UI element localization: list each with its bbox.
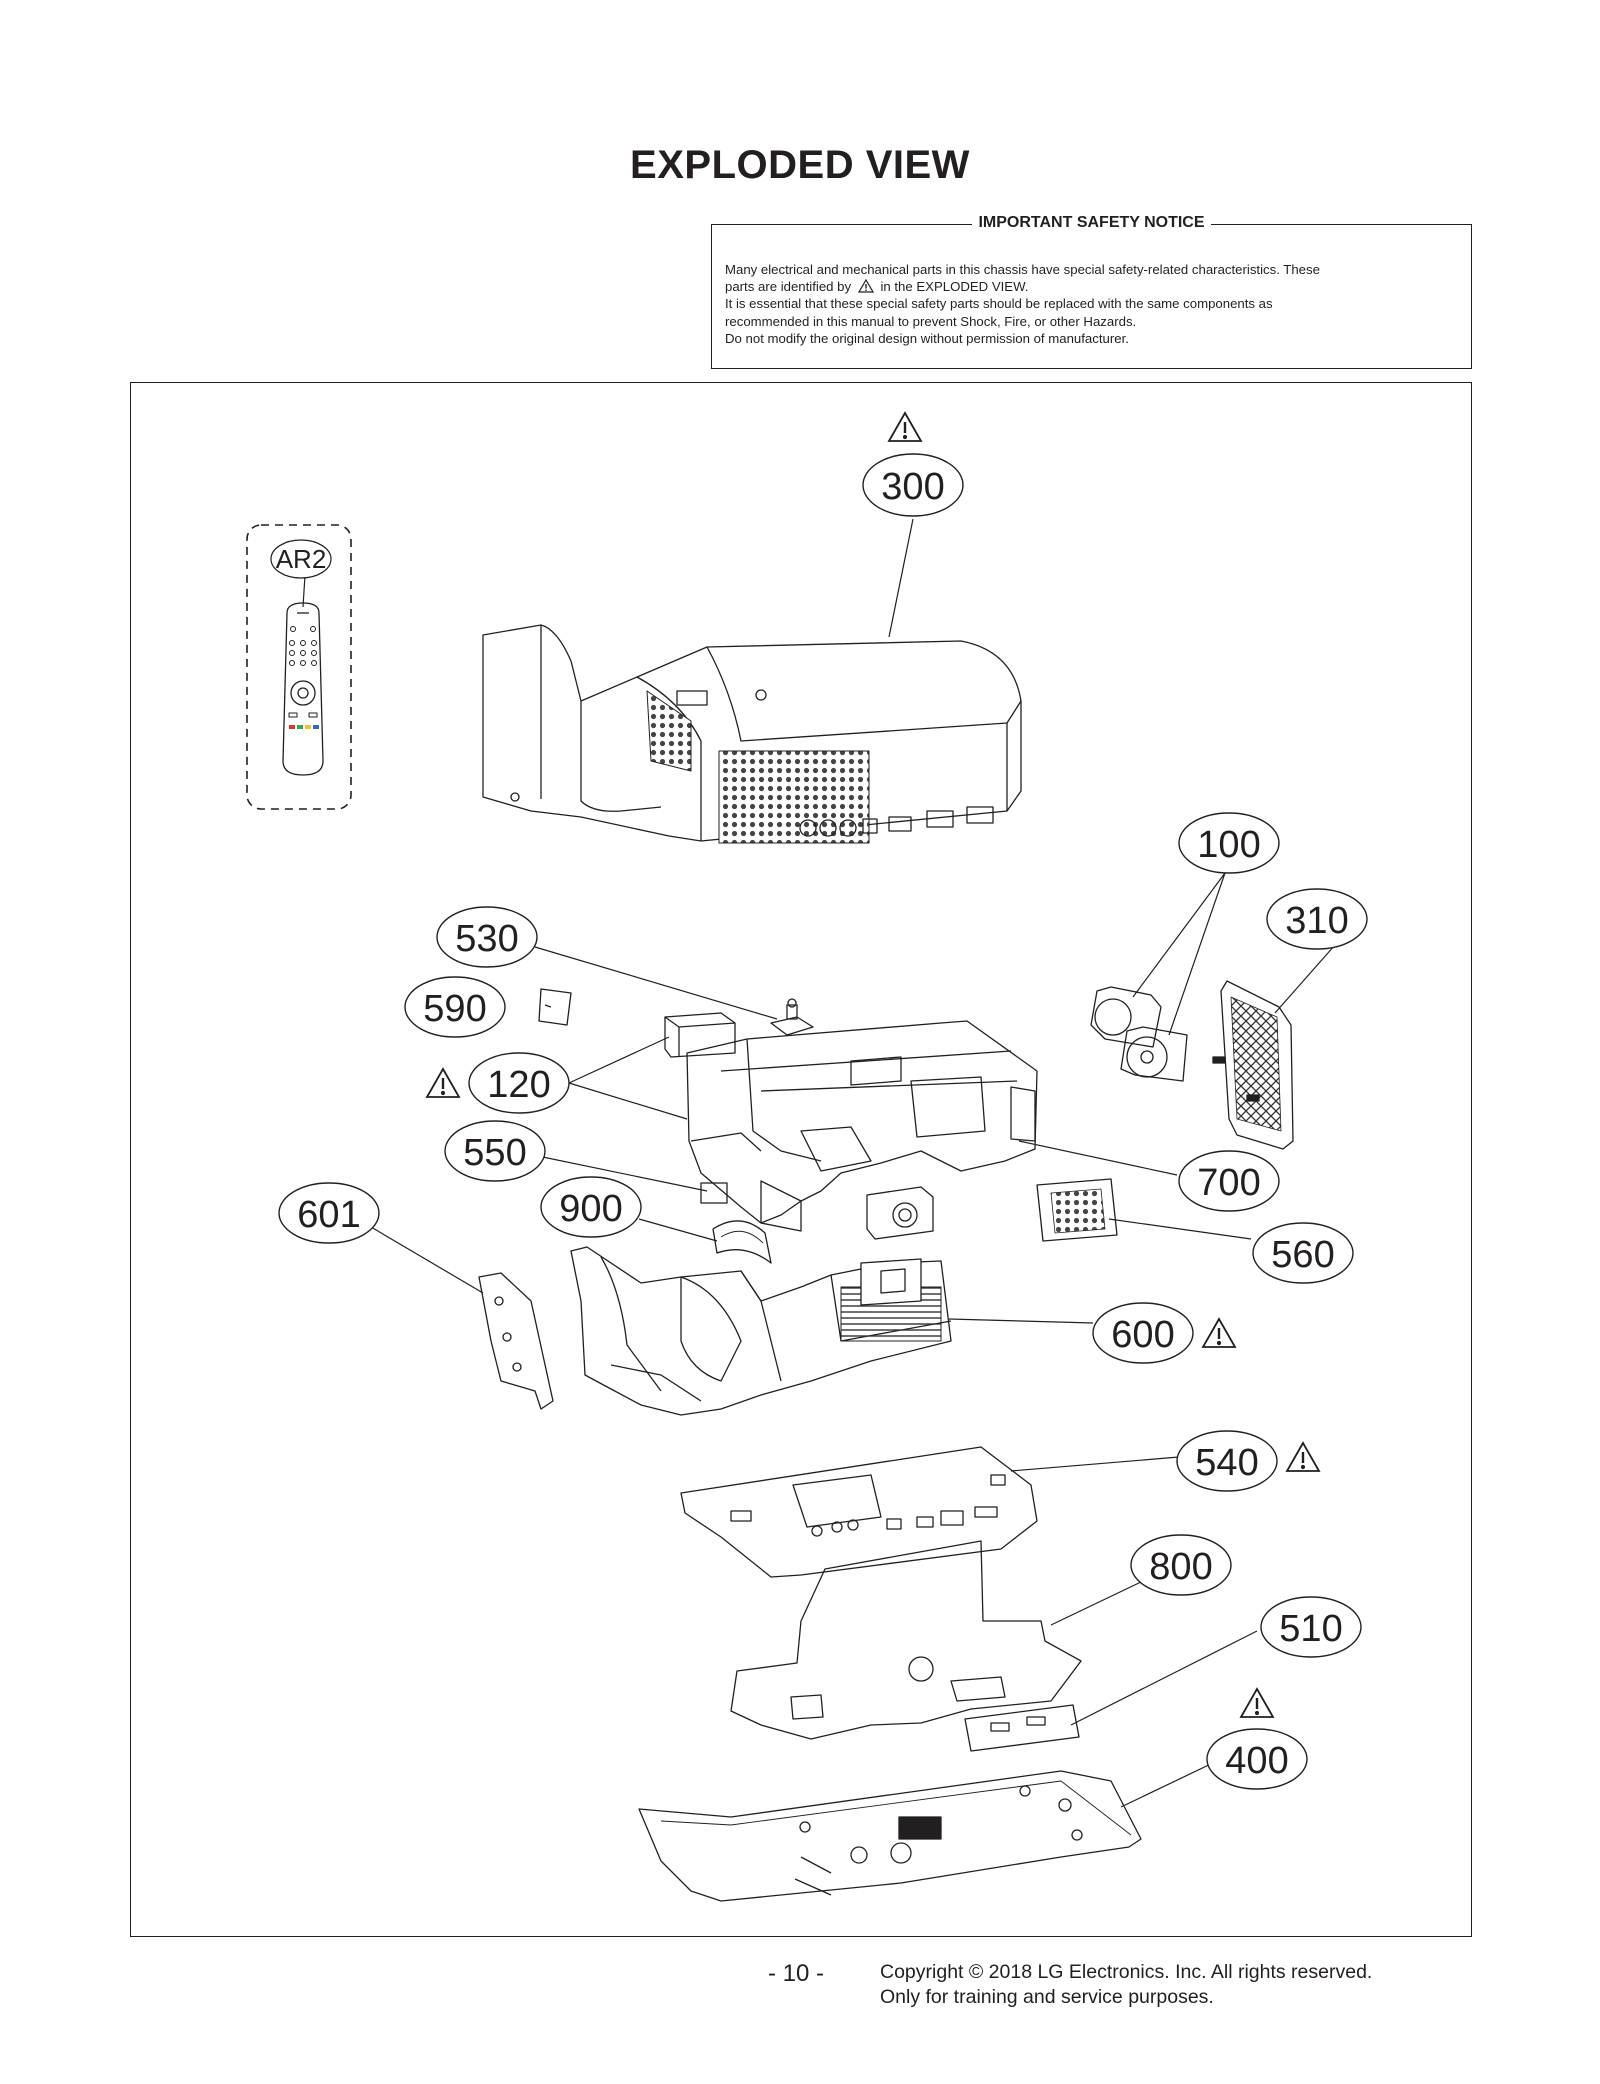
- svg-text:400: 400: [1225, 1740, 1288, 1782]
- svg-text:550: 550: [463, 1132, 526, 1174]
- safety-warning-icon-540: [1285, 1441, 1321, 1472]
- camera-box-drawing: [866, 1186, 934, 1240]
- optical-engine-drawing: [570, 1246, 952, 1416]
- purpose-line: Only for training and service purposes.: [880, 1986, 1214, 2008]
- board-550-drawing: [700, 1182, 728, 1204]
- board-510-drawing: [964, 1704, 1080, 1752]
- callout-100: 100: [1178, 812, 1280, 874]
- callout-560: 560: [1252, 1222, 1354, 1284]
- safety-notice-box: IMPORTANT SAFETY NOTICE Many electrical …: [711, 214, 1472, 369]
- svg-text:540: 540: [1195, 1442, 1258, 1484]
- safety-notice-heading: IMPORTANT SAFETY NOTICE: [972, 214, 1211, 231]
- main-board-drawing: [680, 1446, 1038, 1578]
- remote-control-drawing: [246, 524, 352, 810]
- copyright-line: Copyright © 2018 LG Electronics. Inc. Al…: [880, 1961, 1373, 1983]
- notice-line-3: It is essential that these special safet…: [725, 296, 1273, 312]
- notice-line-4: recommended in this manual to prevent Sh…: [725, 313, 1137, 329]
- svg-text:100: 100: [1197, 824, 1260, 866]
- part-drawings: [246, 524, 1294, 1902]
- safety-warning-icon: [857, 279, 874, 293]
- safety-notice-body: Many electrical and mechanical parts in …: [725, 261, 1460, 347]
- svg-text:300: 300: [881, 466, 944, 508]
- lens-drawing: [712, 1220, 772, 1264]
- base-cover-drawing: [638, 1770, 1142, 1902]
- safety-warning-icon-300: [887, 411, 923, 442]
- page-number: - 10 -: [768, 1960, 825, 1987]
- bracket-601-drawing: [478, 1272, 554, 1410]
- svg-text:601: 601: [297, 1194, 360, 1236]
- shield-plate-drawing: [730, 1540, 1082, 1740]
- callout-510: 510: [1260, 1596, 1362, 1658]
- callout-400: 400: [1206, 1728, 1308, 1790]
- exploded-view-svg: 300 AR2 100 310 530 590: [246, 411, 1368, 1902]
- callout-120: 120: [468, 1052, 570, 1114]
- callout-310: 310: [1266, 888, 1368, 950]
- small-board-drawing: [538, 988, 572, 1026]
- callout-530: 530: [436, 906, 538, 968]
- notice-line-2: parts are identified by in the EXPLODED …: [725, 279, 1029, 295]
- grille-drawing: [1212, 980, 1294, 1150]
- callout-601: 601: [278, 1182, 380, 1244]
- block-120-drawing: [664, 1012, 736, 1058]
- svg-text:900: 900: [559, 1188, 622, 1230]
- callout-550: 550: [444, 1120, 546, 1182]
- svg-text:800: 800: [1149, 1546, 1212, 1588]
- callout-700: 700: [1178, 1150, 1280, 1212]
- page-title: EXPLODED VIEW: [630, 143, 970, 187]
- callouts: 300 AR2 100 310 530 590: [270, 453, 1368, 1790]
- callout-ar2: AR2: [270, 539, 332, 579]
- svg-text:590: 590: [423, 988, 486, 1030]
- svg-text:600: 600: [1111, 1314, 1174, 1356]
- svg-text:530: 530: [455, 918, 518, 960]
- knob-drawing: [770, 998, 814, 1036]
- callout-800: 800: [1130, 1534, 1232, 1596]
- top-cover-drawing: [482, 624, 1022, 844]
- copyright-block: Copyright © 2018 LG Electronics. Inc. Al…: [880, 1960, 1372, 2010]
- callout-590: 590: [404, 976, 506, 1038]
- leader-lines: [302, 518, 1336, 1808]
- svg-text:310: 310: [1285, 900, 1348, 942]
- svg-text:510: 510: [1279, 1608, 1342, 1650]
- notice-line-1: Many electrical and mechanical parts in …: [725, 262, 1320, 277]
- board-560-drawing: [1036, 1178, 1118, 1242]
- safety-markers: [425, 411, 1321, 1718]
- exploded-view-diagram: 300 AR2 100 310 530 590: [130, 382, 1472, 1937]
- callout-600: 600: [1092, 1302, 1194, 1364]
- main-frame-drawing: [686, 1020, 1038, 1232]
- callout-900: 900: [540, 1176, 642, 1238]
- safety-warning-icon-400: [1239, 1687, 1275, 1718]
- svg-text:700: 700: [1197, 1162, 1260, 1204]
- safety-warning-icon-120: [425, 1067, 461, 1098]
- callout-300: 300: [862, 453, 964, 517]
- fans-drawing: [1090, 986, 1188, 1082]
- svg-text:560: 560: [1271, 1234, 1334, 1276]
- notice-line-5: Do not modify the original design withou…: [725, 330, 1129, 346]
- svg-text:AR2: AR2: [276, 544, 327, 574]
- callout-540: 540: [1176, 1430, 1278, 1492]
- safety-warning-icon-600: [1201, 1317, 1237, 1348]
- svg-text:120: 120: [487, 1064, 550, 1106]
